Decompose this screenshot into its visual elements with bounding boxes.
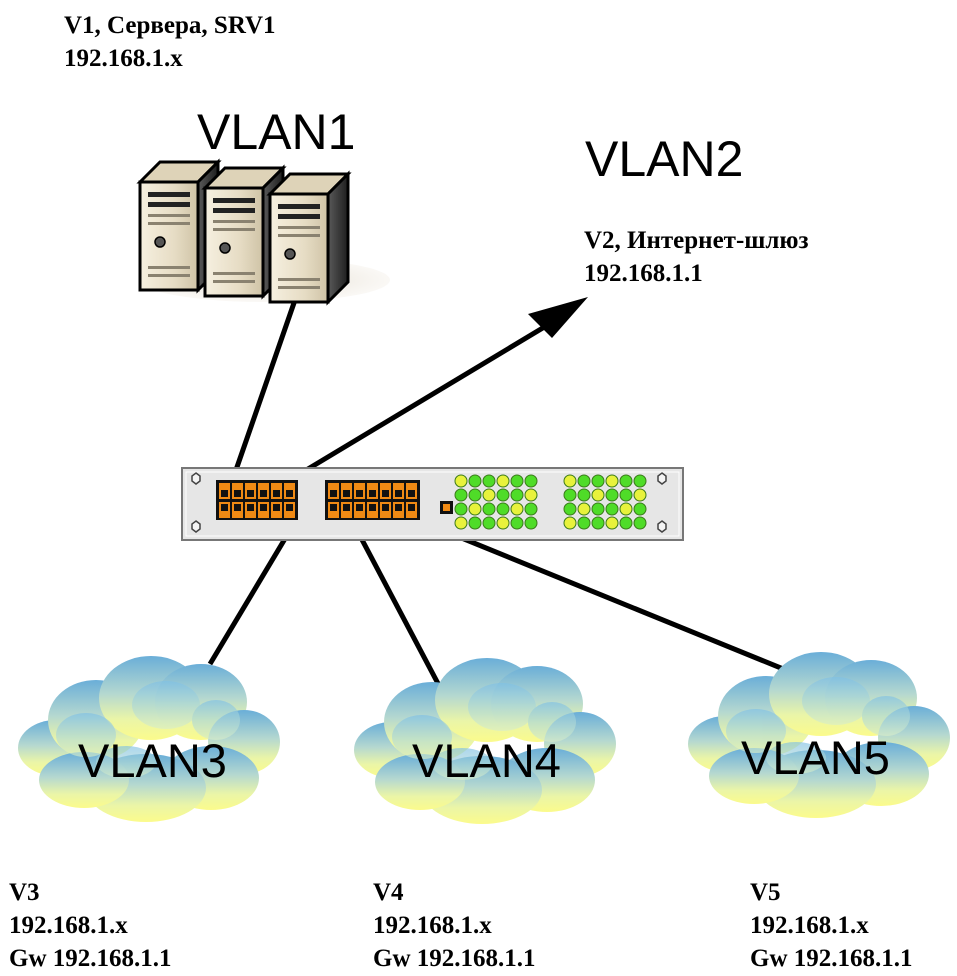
vlan5-name-line: V5 [750, 879, 781, 906]
status-led [577, 474, 591, 488]
status-led [563, 488, 577, 502]
status-led [563, 474, 577, 488]
network-switch-icon [181, 467, 684, 541]
status-led [454, 502, 468, 516]
status-led [591, 474, 605, 488]
status-led [524, 474, 538, 488]
status-led [482, 502, 496, 516]
vlan4-gateway: Gw 192.168.1.1 [373, 945, 536, 972]
status-led [619, 488, 633, 502]
vlan2-description: V2, Интернет-шлюз 192.168.1.1 [584, 224, 809, 290]
vlan4-title: VLAN4 [412, 734, 561, 787]
status-led [468, 474, 482, 488]
status-led [524, 502, 538, 516]
vlan1-subnet: 192.168.1.x [64, 45, 183, 72]
link-vlan2 [266, 317, 558, 496]
status-led [605, 502, 619, 516]
status-led [524, 488, 538, 502]
status-led [454, 474, 468, 488]
status-led [633, 516, 647, 530]
status-led [633, 474, 647, 488]
link-vlan4 [347, 515, 446, 695]
status-led [496, 516, 510, 530]
status-led [468, 502, 482, 516]
vlan5-gateway: Gw 192.168.1.1 [750, 945, 913, 972]
status-led [591, 502, 605, 516]
vlan3-title: VLAN3 [78, 734, 227, 787]
status-led [577, 488, 591, 502]
vlan5-title: VLAN5 [741, 731, 890, 784]
vlan4-description: V4 192.168.1.x Gw 192.168.1.1 [373, 876, 536, 975]
arrow-icon [528, 297, 588, 338]
link-vlan1 [225, 299, 298, 494]
vlan4-name-line: V4 [373, 879, 404, 906]
status-led [482, 488, 496, 502]
status-led [468, 488, 482, 502]
status-led [633, 488, 647, 502]
status-led [468, 516, 482, 530]
status-led [496, 502, 510, 516]
status-led [605, 488, 619, 502]
status-led [619, 474, 633, 488]
status-led [454, 516, 468, 530]
status-led [619, 502, 633, 516]
status-led [454, 488, 468, 502]
vlan3-name-line: V3 [9, 879, 40, 906]
status-led [524, 516, 538, 530]
server-rack-icon [138, 160, 390, 304]
status-led [482, 516, 496, 530]
status-led [563, 516, 577, 530]
status-led [510, 488, 524, 502]
vlan4-subnet: 192.168.1.x [373, 912, 492, 939]
status-led [591, 516, 605, 530]
status-led [577, 516, 591, 530]
link-vlan5 [409, 514, 826, 689]
status-led [619, 516, 633, 530]
status-led [577, 502, 591, 516]
vlan1-description: V1, Сервера, SRV1 192.168.1.x [64, 9, 276, 75]
vlan2-name-line: V2, Интернет-шлюз [584, 227, 809, 254]
link-vlan3 [207, 515, 301, 666]
status-led [510, 502, 524, 516]
status-led [496, 488, 510, 502]
vlan3-description: V3 192.168.1.x Gw 192.168.1.1 [9, 876, 172, 975]
status-led [605, 516, 619, 530]
status-led [591, 488, 605, 502]
vlan5-subnet: 192.168.1.x [750, 912, 869, 939]
status-led [510, 474, 524, 488]
connection-lines [207, 299, 826, 695]
status-led [496, 474, 510, 488]
vlan1-name-line: V1, Сервера, SRV1 [64, 12, 276, 39]
status-led [563, 502, 577, 516]
status-led [510, 516, 524, 530]
vlan3-subnet: 192.168.1.x [9, 912, 128, 939]
vlan2-gateway: 192.168.1.1 [584, 260, 703, 287]
vlan5-description: V5 192.168.1.x Gw 192.168.1.1 [750, 876, 913, 975]
status-led [605, 474, 619, 488]
status-led [633, 502, 647, 516]
status-led [482, 474, 496, 488]
vlan2-title: VLAN2 [585, 131, 744, 187]
vlan1-title: VLAN1 [197, 104, 356, 160]
vlan3-gateway: Gw 192.168.1.1 [9, 945, 172, 972]
